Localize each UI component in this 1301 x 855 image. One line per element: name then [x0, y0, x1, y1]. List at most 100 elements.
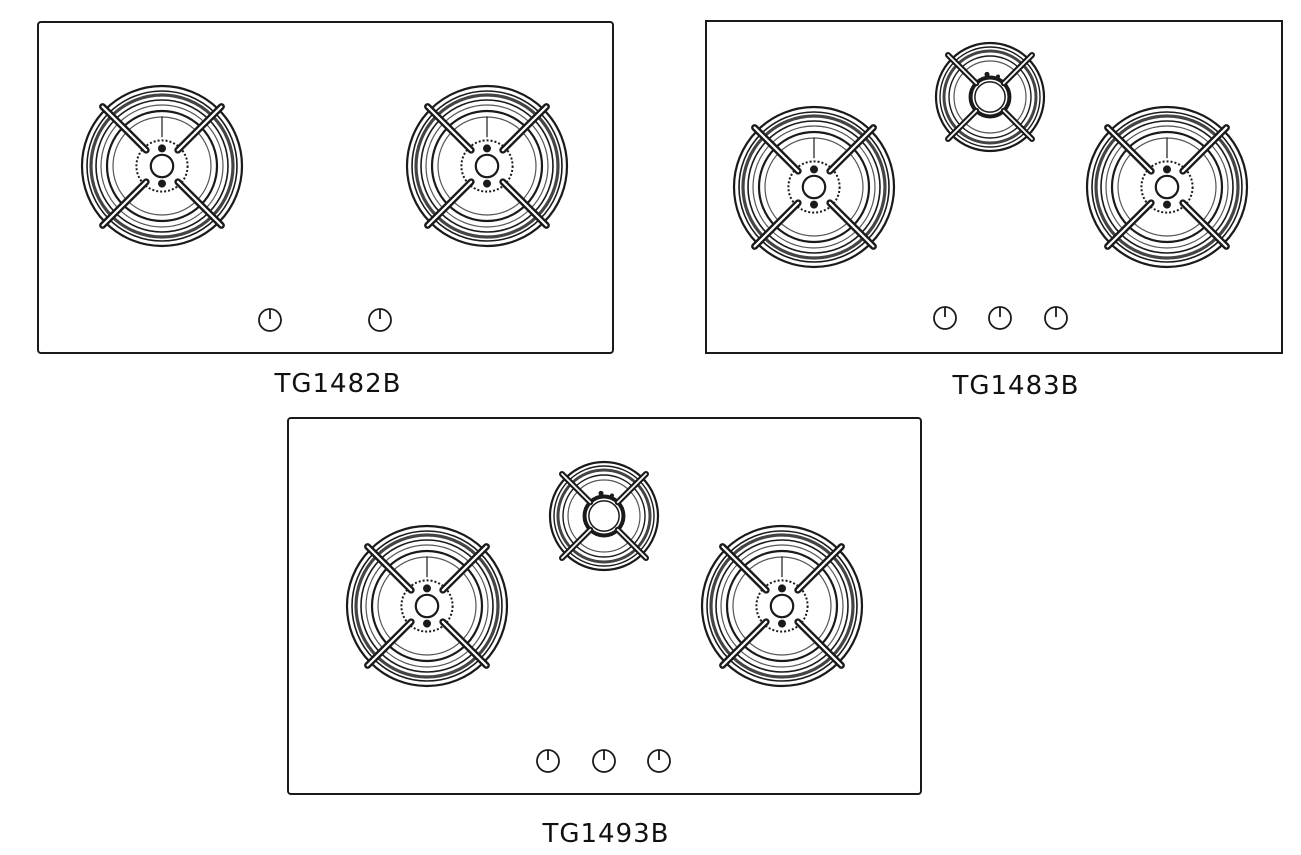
burner-ring [706, 530, 858, 682]
hob-outline [37, 21, 614, 354]
burner-center [149, 153, 175, 179]
burner-ring [741, 114, 887, 260]
grate-arm-highlight [1106, 126, 1153, 173]
burner-left [80, 84, 244, 248]
burner-ring [732, 105, 896, 269]
burner-ring [354, 533, 500, 679]
grate-arm-highlight [101, 180, 148, 227]
grate-arm-highlight [101, 105, 148, 152]
igniter-dot [984, 71, 990, 77]
burner-right [1085, 105, 1249, 269]
grate-arm-highlight [176, 105, 223, 152]
thermocouple-dot [158, 179, 166, 188]
burner-center-small [548, 460, 660, 572]
grate-arm-highlight [753, 201, 800, 248]
burner-ring [757, 130, 871, 244]
grate-arm-highlight [796, 545, 843, 592]
burner-ring [430, 109, 544, 223]
burner-ring [720, 544, 844, 668]
grate-arm-highlight [176, 180, 223, 227]
control-knob[interactable] [988, 306, 1012, 330]
burner-center-small [934, 41, 1046, 153]
grate-arm-highlight [561, 528, 592, 559]
burner-ring [365, 544, 489, 668]
igniter-dot [483, 144, 491, 153]
igniter-dot [598, 490, 604, 496]
burner-ring [709, 533, 855, 679]
grate-arm-highlight [1106, 201, 1153, 248]
control-knob[interactable] [536, 749, 560, 773]
burner-ring [725, 549, 839, 663]
control-knob[interactable] [933, 306, 957, 330]
burner-center [1154, 174, 1180, 200]
burner-ring [1100, 120, 1234, 254]
thermocouple-dot [810, 200, 818, 209]
burner-ring [405, 84, 569, 248]
igniter-dot [158, 144, 166, 153]
burner-ring [747, 120, 881, 254]
control-knob[interactable] [258, 308, 282, 332]
burner-ring [942, 49, 1038, 145]
hob-tg1493b: TG1493B [287, 417, 922, 849]
grate-arm-highlight [947, 54, 978, 85]
thermocouple-dot [1163, 200, 1171, 209]
burner-center [474, 153, 500, 179]
burner-ring [411, 90, 563, 242]
model-label: TG1483B [951, 371, 1079, 401]
burner-right [700, 524, 864, 688]
burner-ring [715, 539, 849, 673]
igniter-dot [1163, 165, 1171, 174]
grate-arm-highlight [828, 126, 875, 173]
burner-ring [105, 109, 219, 223]
grate-arm-highlight [426, 180, 473, 227]
burner-ring [95, 99, 229, 233]
grate-arm-highlight [947, 109, 978, 140]
burner-ring [562, 474, 646, 558]
burner-left [345, 524, 509, 688]
burner-center [588, 500, 620, 532]
igniter-dot [810, 165, 818, 174]
burner-ring [360, 539, 494, 673]
control-knob[interactable] [592, 749, 616, 773]
burner-ring [939, 46, 1041, 148]
grate-arm-highlight [616, 528, 647, 559]
burner-ring [86, 90, 238, 242]
grate-arm-highlight [796, 620, 843, 667]
grate-arm-highlight [441, 545, 488, 592]
burner-ring [420, 99, 554, 233]
hob-tg1483b: TG1483B [705, 20, 1283, 401]
grate-arm-highlight [426, 105, 473, 152]
grate-arm-highlight [828, 201, 875, 248]
burner-ring [425, 104, 549, 228]
model-label: TG1493B [541, 819, 669, 849]
thermocouple-dot [483, 179, 491, 188]
burner-ring [370, 549, 484, 663]
burner-left [732, 105, 896, 269]
grate-arm-highlight [1181, 201, 1228, 248]
grate-arm-highlight [366, 545, 413, 592]
control-knob[interactable] [368, 308, 392, 332]
burner-ring [89, 93, 235, 239]
control-knob[interactable] [647, 749, 671, 773]
burner-ring [953, 60, 1027, 134]
grate-arm-highlight [1181, 126, 1228, 173]
burner-right [405, 84, 569, 248]
grate-arm-highlight [561, 473, 592, 504]
burner-ring [934, 41, 1046, 153]
burner-ring [567, 479, 641, 553]
burner-ring [414, 93, 560, 239]
grate-arm-highlight [441, 620, 488, 667]
burner-ring [738, 111, 890, 263]
burner-center [414, 593, 440, 619]
grate-arm-highlight [1002, 54, 1033, 85]
burner-ring [1094, 114, 1240, 260]
grate-arm-highlight [721, 545, 768, 592]
control-knob[interactable] [1044, 306, 1068, 330]
hob-outline [287, 417, 922, 795]
grate-arm-highlight [501, 105, 548, 152]
burner-center [801, 174, 827, 200]
grate-arm-highlight [1002, 109, 1033, 140]
thermocouple-dot [778, 619, 786, 628]
burner-ring [1091, 111, 1243, 263]
burner-ring [351, 530, 503, 682]
